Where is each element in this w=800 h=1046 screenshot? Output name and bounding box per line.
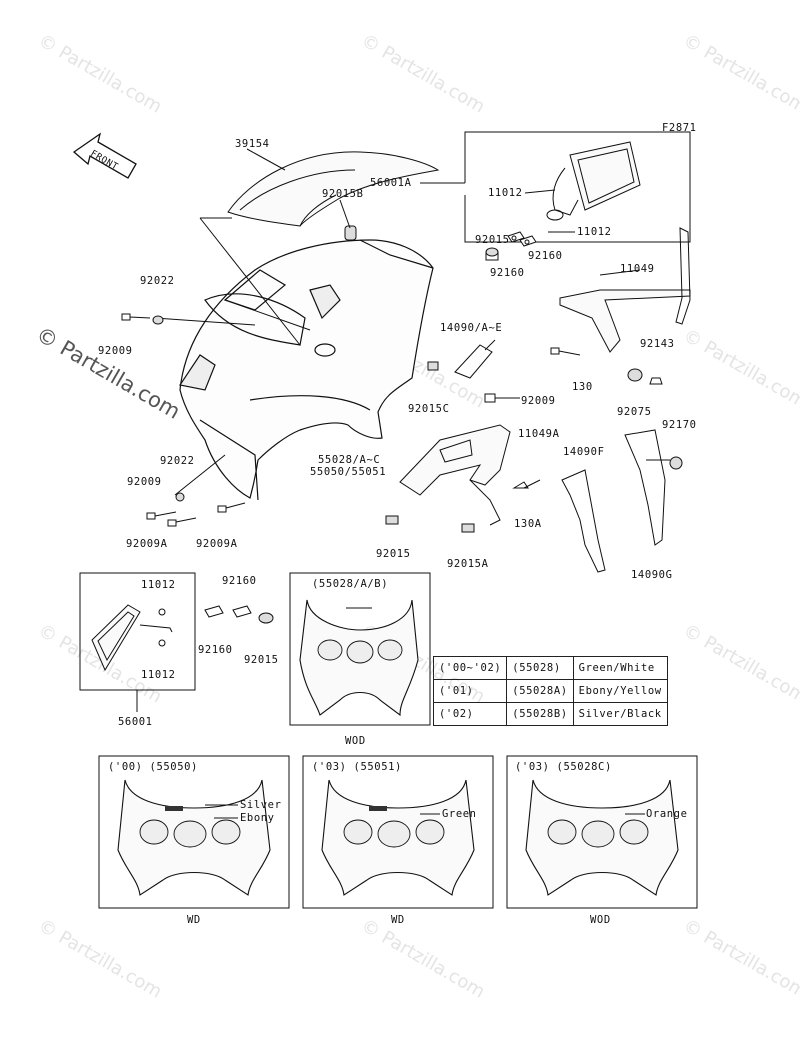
part-label: 92160	[490, 267, 525, 279]
figure-code: F2871	[662, 122, 697, 134]
part-label: 92160	[198, 644, 233, 656]
part-label: 11049	[620, 263, 655, 275]
part-label: 92015	[376, 548, 411, 560]
variant-color: Green	[442, 808, 477, 820]
variant-title: ('03) (55028C)	[515, 761, 612, 773]
variant-caption: WD	[391, 914, 405, 926]
part-label: 14090F	[563, 446, 605, 458]
color-table-cell-year: ('01)	[432, 679, 508, 703]
variant-caption: WD	[187, 914, 201, 926]
part-label: 55028/A~C	[318, 454, 381, 466]
upper-cowl-shape	[179, 239, 434, 501]
stay-11049-shape	[559, 227, 691, 353]
part-label: 92015A	[447, 558, 489, 570]
part-label: 92160	[222, 575, 257, 587]
part-label: 55050/55051	[310, 466, 387, 478]
windshield-shape	[227, 151, 440, 227]
color-table-row: ('00~'02)(55028)Green/White	[432, 656, 668, 680]
part-label: 14090/A~E	[440, 322, 503, 334]
color-table-cell-part: (55028B)	[506, 702, 574, 726]
stay-11049a-shape	[399, 424, 511, 526]
part-label: 11012	[141, 579, 176, 591]
variant-title: ('00) (55050)	[108, 761, 198, 773]
part-label: 11049A	[518, 428, 560, 440]
variant-color: Orange	[646, 808, 688, 820]
part-label: 92009	[521, 395, 556, 407]
part-label: 92009	[98, 345, 133, 357]
front-arrow-icon	[72, 132, 137, 179]
color-table-cell-color: Silver/Black	[572, 702, 668, 726]
part-label: 56001A	[370, 177, 412, 189]
part-label: 92015	[475, 234, 510, 246]
part-label: 92160	[528, 250, 563, 262]
part-label: 130	[572, 381, 593, 393]
variant-title: ('03) (55051)	[312, 761, 402, 773]
part-label: 92009A	[126, 538, 168, 550]
mirror-upper-shape	[524, 141, 641, 233]
part-label: 92015B	[322, 188, 364, 200]
color-table-cell-year: ('02)	[432, 702, 508, 726]
part-label: 56001	[118, 716, 153, 728]
color-table-cell-color: Green/White	[572, 656, 668, 680]
part-label: 92022	[140, 275, 175, 287]
color-table-cell-part: (55028)	[506, 656, 574, 680]
color-table: ('00~'02)(55028)Green/White('01)(55028A)…	[432, 656, 668, 726]
part-label: 92143	[640, 338, 675, 350]
part-label: 130A	[514, 518, 542, 530]
color-table-row: ('02)(55028B)Silver/Black	[432, 702, 668, 726]
part-label: 11012	[488, 187, 523, 199]
variant-color: Ebony	[240, 812, 275, 824]
variant-caption: WOD	[590, 914, 611, 926]
part-label: 11012	[141, 669, 176, 681]
part-label: 92170	[662, 419, 697, 431]
part-label: 92022	[160, 455, 195, 467]
part-label: 92075	[617, 406, 652, 418]
color-table-cell-part: (55028A)	[506, 679, 574, 703]
part-label: 92015	[244, 654, 279, 666]
color-table-cell-color: Ebony/Yellow	[572, 679, 668, 703]
color-table-cell-year: ('00~'02)	[432, 656, 508, 680]
color-table-row: ('01)(55028A)Ebony/Yellow	[432, 679, 668, 703]
part-label: 92015C	[408, 403, 450, 415]
mirror-lower-shape	[91, 604, 173, 672]
part-label: 14090G	[631, 569, 673, 581]
part-label: 11012	[577, 226, 612, 238]
part-label: 92009	[127, 476, 162, 488]
variant-color: Silver	[240, 799, 282, 811]
part-label: 39154	[235, 138, 270, 150]
variant-caption: WOD	[345, 735, 366, 747]
part-label: 92009A	[196, 538, 238, 550]
variant-title: (55028/A/B)	[312, 578, 389, 590]
